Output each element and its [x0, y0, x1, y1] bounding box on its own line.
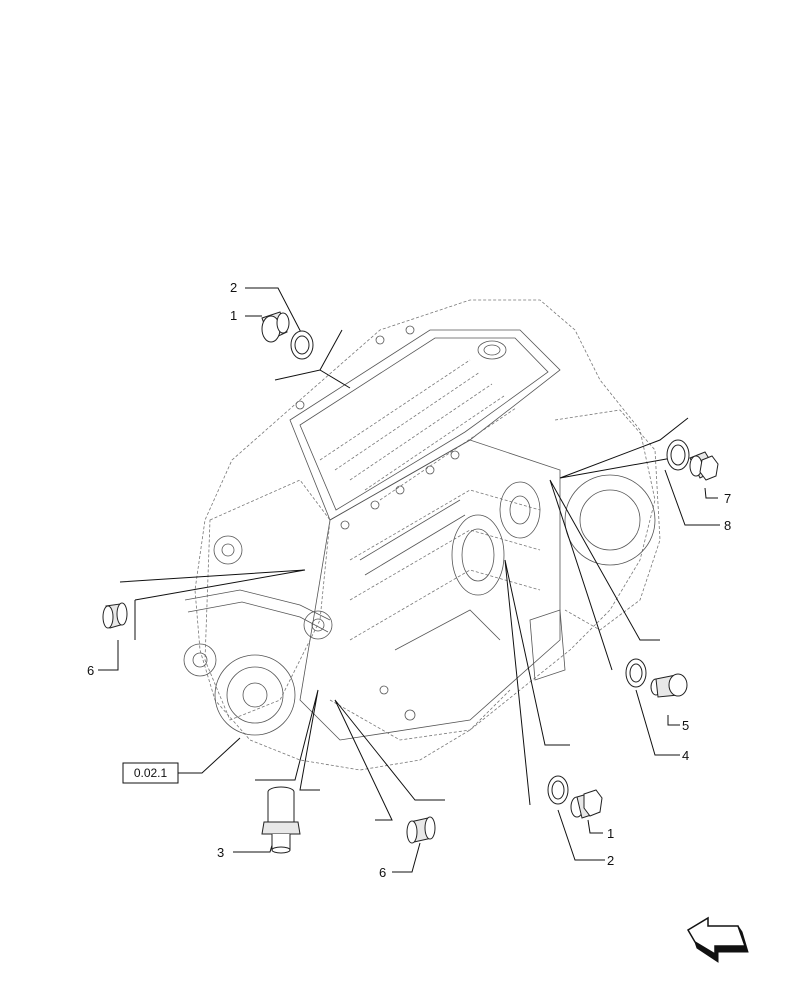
reference-box[interactable]: 0.02.1: [122, 762, 179, 784]
valve-cover-pattern: [319, 359, 517, 501]
leader-lines: [98, 287, 720, 873]
plug-part-1-top: [261, 311, 290, 343]
callout-8: 8: [724, 518, 731, 533]
washer-part-2-bottom: [547, 775, 569, 805]
callout-labels: 2 1 7 8 6 5 4 3 6 1 2: [87, 280, 731, 880]
callout-2-top: 2: [230, 280, 237, 295]
callout-2-bottom: 2: [607, 853, 614, 868]
callout-4: 4: [682, 748, 689, 763]
sleeve-part-6-bottom: [406, 816, 436, 844]
callout-6-bottom: 6: [379, 865, 386, 880]
callout-5: 5: [682, 718, 689, 733]
plug-part-5: [650, 673, 688, 698]
callout-6-left: 6: [87, 663, 94, 678]
fitting-part-3: [261, 786, 301, 854]
sleeve-part-6-left: [102, 602, 128, 629]
callout-3: 3: [217, 845, 224, 860]
plug-part-7: [689, 451, 719, 481]
plug-part-1-bottom: [570, 789, 603, 819]
callout-1-bottom: 1: [607, 826, 614, 841]
engine-assembly: [183, 299, 661, 771]
callout-1-top: 1: [230, 308, 237, 323]
callout-7: 7: [724, 491, 731, 506]
washer-part-2-top: [290, 330, 314, 360]
page-direction-arrow-icon[interactable]: [686, 916, 749, 963]
engine-bolts: [295, 325, 460, 721]
washer-part-4: [625, 658, 647, 688]
reference-box-label: 0.02.1: [134, 766, 168, 780]
washer-part-8: [666, 439, 690, 471]
